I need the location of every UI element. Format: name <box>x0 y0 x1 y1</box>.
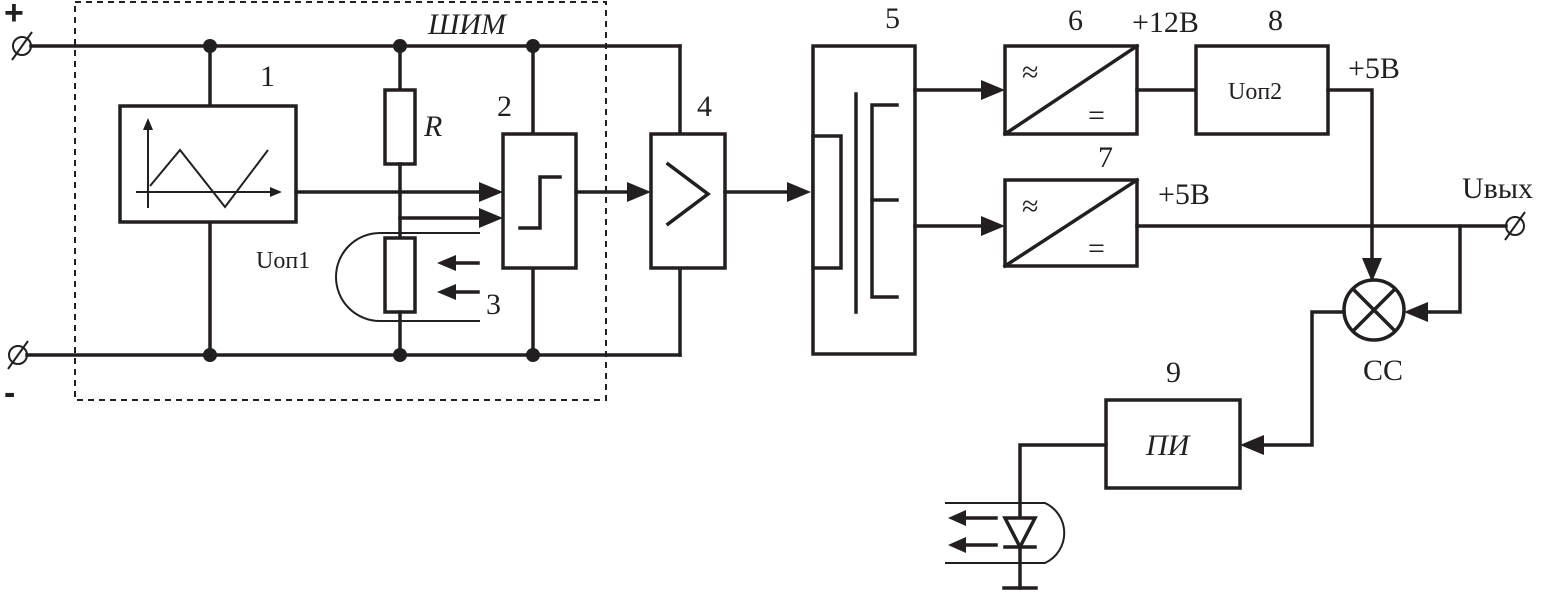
output-terminal <box>1504 211 1526 241</box>
led-diode-icon <box>1002 516 1038 551</box>
block-3-label: 3 <box>486 288 501 321</box>
minus-sign: - <box>4 374 15 412</box>
summing-node <box>1342 278 1406 342</box>
block-5-label: 5 <box>885 2 900 35</box>
rectifier-6-dc-icon: = <box>1088 99 1105 132</box>
block-6-label: 6 <box>1068 4 1083 37</box>
rectifier-6-ac-icon: ≈ <box>1022 56 1038 89</box>
minus-terminal <box>7 340 29 370</box>
v12-label: +12В <box>1132 6 1199 39</box>
rectifier-7-dc-icon: = <box>1088 232 1105 265</box>
step-icon <box>518 175 562 230</box>
resistor-label: R <box>423 110 442 143</box>
v5-top-label: +5В <box>1348 52 1400 85</box>
led-light-arrows-icon <box>948 510 998 553</box>
plus-terminal <box>11 31 33 61</box>
transformer-primary <box>811 134 843 270</box>
block-9-label: 9 <box>1166 356 1181 389</box>
amplifier-icon <box>665 161 711 227</box>
light-arrows-icon <box>437 255 480 300</box>
photoresistor <box>383 236 417 314</box>
pi-regulator-block <box>1104 398 1242 490</box>
v5-mid-label: +5В <box>1158 178 1210 211</box>
led-enclosure <box>945 502 1066 564</box>
resistor-r <box>383 88 417 166</box>
plus-sign: + <box>4 0 24 32</box>
generator-block <box>118 104 298 224</box>
triangle-wave-icon <box>136 118 282 209</box>
amplifier-block <box>649 132 727 270</box>
pwm-boundary <box>74 1 607 401</box>
uout-label: Uвых <box>1462 172 1533 205</box>
block-7-label: 7 <box>1098 141 1113 174</box>
pwm-label: ШИМ <box>427 8 508 41</box>
junction-dots <box>203 39 540 362</box>
block-4-label: 4 <box>697 90 712 123</box>
block-2-label: 2 <box>497 90 512 123</box>
cc-label: СС <box>1363 354 1403 387</box>
rectifier-7-ac-icon: ≈ <box>1022 190 1038 223</box>
block-8-label: 8 <box>1268 4 1283 37</box>
uop2-label: Uоп2 <box>1228 79 1282 105</box>
optocoupler-loop <box>335 232 480 322</box>
block-1-label: 1 <box>260 60 275 93</box>
pi-label: ПИ <box>1145 429 1192 462</box>
reference-2-block <box>1194 44 1330 136</box>
uop1-label: Uоп1 <box>256 248 310 274</box>
